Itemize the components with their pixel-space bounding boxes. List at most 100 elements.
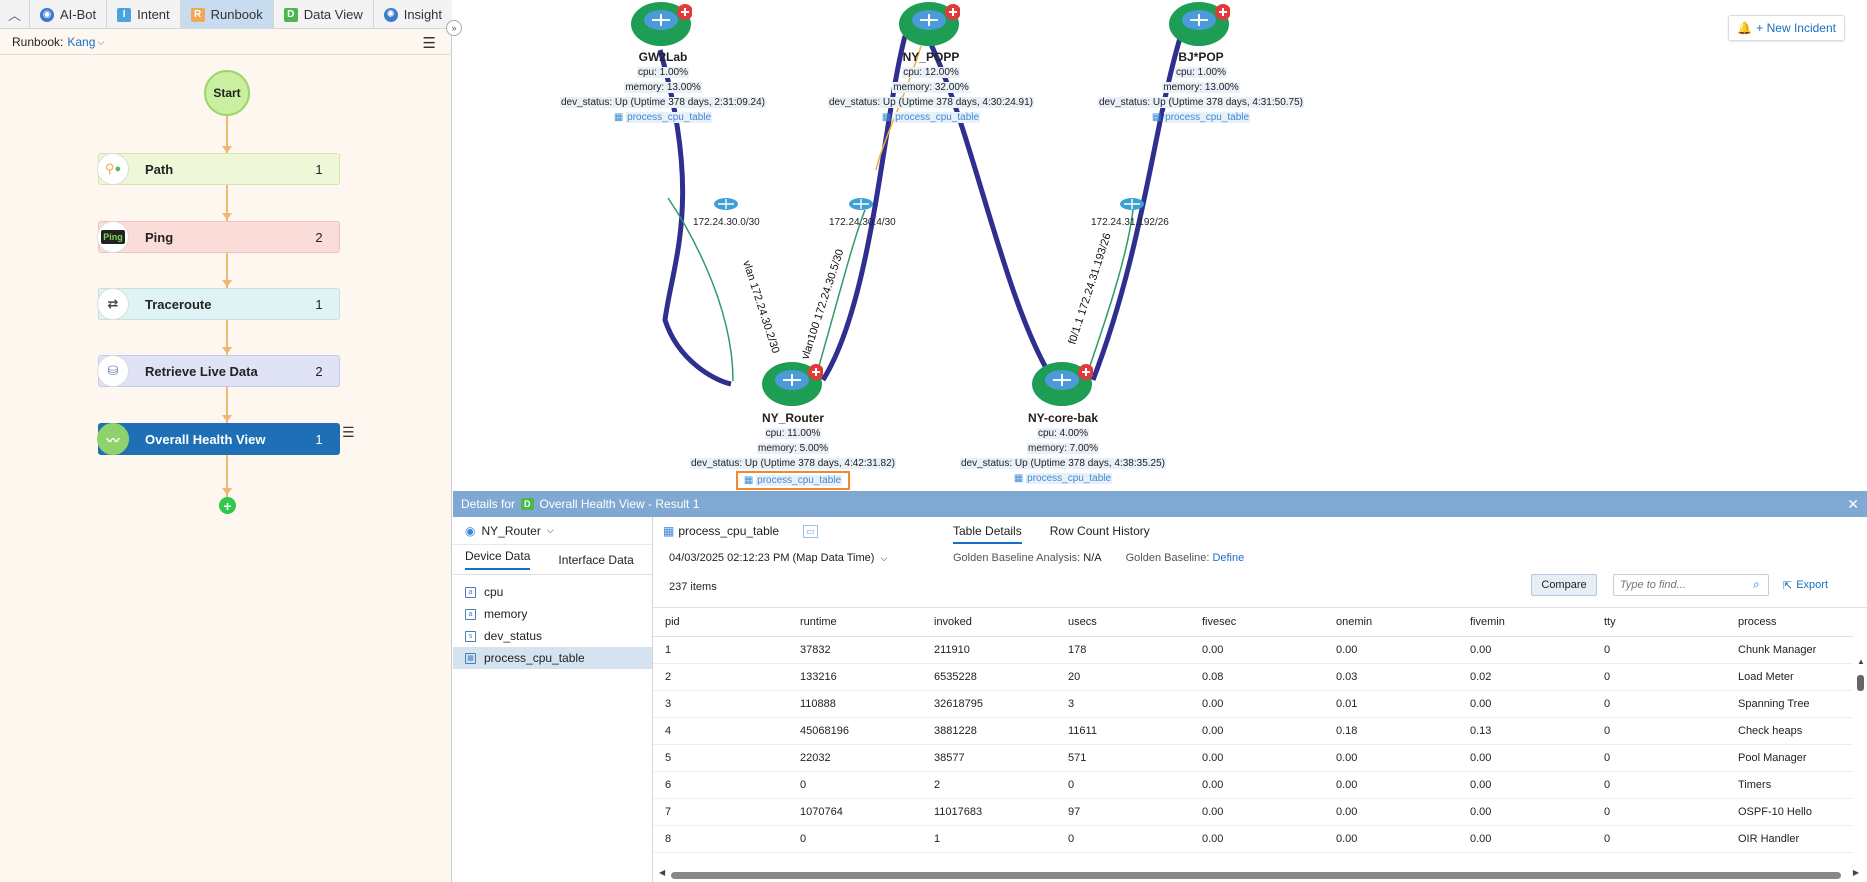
table-cell: 0.00 (1190, 798, 1324, 826)
table-cell: 22032 (788, 744, 922, 772)
runbook-name-dropdown[interactable]: Kang (67, 35, 96, 49)
tab-insight[interactable]: ✺ Insight (374, 0, 452, 29)
step-retrieve-live-data[interactable]: ⛁ Retrieve Live Data 2 (97, 355, 340, 387)
horizontal-scrollbar[interactable]: ◀ ▶ (659, 868, 1859, 879)
device-label-ny-core-bak: NY-core-bak cpu: 4.00% memory: 7.00% dev… (959, 411, 1166, 484)
column-header[interactable]: onemin (1324, 608, 1458, 637)
table-cell: 0 (1592, 798, 1726, 826)
step-traceroute[interactable]: ⇄ Traceroute 1 (97, 288, 340, 320)
tab-data-view[interactable]: D Data View (274, 0, 374, 29)
column-header[interactable]: runtime (788, 608, 922, 637)
step-ping[interactable]: Ping Ping 2 (97, 221, 340, 253)
router-icon-ny-router[interactable] (761, 360, 823, 406)
router-icon-ny-popp[interactable] (898, 0, 960, 46)
tab-row-count-history[interactable]: Row Count History (1049, 524, 1150, 538)
table-cell: 0.00 (1324, 771, 1458, 799)
items-count: 237 items (669, 581, 717, 593)
add-step-button[interactable]: + (219, 497, 236, 514)
vertical-scrollbar[interactable]: ▲ (1857, 657, 1865, 857)
table-cell: Spanning Tree (1726, 690, 1853, 718)
network-map[interactable]: vlan 172.24.30.2/30 vlan100 172.24.30.5/… (453, 0, 1867, 491)
table-cell: 0.00 (1458, 771, 1592, 799)
table-cell: 1 (922, 825, 1056, 853)
search-icon[interactable]: ⌕ (1753, 577, 1760, 591)
table-cell: 0 (788, 825, 922, 853)
router-icon-ny-core-bak[interactable] (1031, 360, 1093, 406)
table-cell: 32618795 (922, 690, 1056, 718)
link-green-1 (667, 197, 734, 382)
table-cell: 45068196 (788, 717, 922, 745)
table-cell: 0.00 (1190, 690, 1324, 718)
subnet-label: 172.24.30.0/30 (693, 217, 760, 228)
column-header[interactable]: process (1726, 608, 1853, 637)
link-label: vlan 172.24.30.2/30 (740, 259, 781, 355)
tab-interface-data[interactable]: Interface Data (558, 552, 634, 567)
table-cell: 37832 (788, 636, 922, 664)
chevron-down-icon[interactable]: ⌵ (97, 36, 105, 47)
router-icon-gw2lab[interactable] (630, 0, 692, 46)
table-cell: 0.00 (1190, 717, 1324, 745)
ping-icon: Ping (97, 221, 129, 253)
table-cell: Pool Manager (1726, 744, 1853, 772)
link-label: f0/1.1 172.24.31.193/26 (1066, 232, 1113, 346)
step-path[interactable]: ⚲● Path 1 (97, 153, 340, 185)
router-icon-bjpop[interactable] (1168, 0, 1230, 46)
tab-device-data[interactable]: Device Data (465, 549, 531, 570)
table-cell: 0 (1592, 744, 1726, 772)
table-title: ▦ process_cpu_table ▭ (663, 524, 818, 538)
export-button[interactable]: ⇱ Export (1783, 579, 1829, 592)
table-cell: 178 (1056, 636, 1190, 664)
subnet-label: 172.24.31.192/26 (1091, 217, 1169, 228)
data-item-process-cpu-table[interactable]: ▦process_cpu_table (453, 647, 652, 669)
close-icon[interactable]: ✕ (1847, 495, 1859, 512)
flow-arrow (222, 347, 232, 354)
step-menu-icon[interactable]: ☰ (342, 424, 355, 440)
tab-table-details[interactable]: Table Details (953, 524, 1022, 544)
table-cell: 3 (1056, 690, 1190, 718)
column-header[interactable]: fivemin (1458, 608, 1592, 637)
health-icon: 〰 (97, 423, 129, 455)
path-icon: ⚲● (97, 153, 129, 185)
table-cell: 571 (1056, 744, 1190, 772)
table-cell: OSPF-10 Hello (1726, 798, 1853, 826)
tab-intent[interactable]: I Intent (107, 0, 181, 29)
collapse-panel-button[interactable]: ︿ (0, 0, 30, 29)
table-cell: Load Meter (1726, 663, 1853, 691)
table-cell: 6 (653, 771, 788, 799)
define-link[interactable]: Define (1212, 552, 1245, 564)
column-header[interactable]: tty (1592, 608, 1726, 637)
flow-arrow (222, 415, 232, 422)
device-dropdown[interactable]: ◉ NY_Router ⌵ (453, 517, 652, 545)
timestamp-dropdown[interactable]: 04/03/2025 02:12:23 PM (Map Data Time) ⌵ (669, 552, 888, 564)
table-cell: 7 (653, 798, 788, 826)
tab-ai-bot[interactable]: ◉ AI-Bot (30, 0, 108, 29)
table-icon: ▦ (465, 652, 476, 664)
column-header[interactable]: pid (653, 608, 788, 637)
tab-runbook[interactable]: R Runbook (180, 0, 274, 29)
column-header[interactable]: fivesec (1190, 608, 1324, 637)
compare-button[interactable]: Compare (1531, 574, 1597, 596)
column-header[interactable]: usecs (1056, 608, 1190, 637)
link-popp-router (820, 35, 908, 382)
search-input[interactable] (1613, 574, 1769, 596)
start-node[interactable]: Start (204, 70, 250, 116)
column-header[interactable]: invoked (922, 608, 1056, 637)
table-cell: 0 (1592, 825, 1726, 853)
expand-handle-icon[interactable]: » (446, 20, 462, 36)
hamburger-menu-icon[interactable]: ☰ (422, 35, 436, 52)
step-overall-health-view[interactable]: 〰 Overall Health View 1 (97, 423, 340, 455)
view-toggle-icon[interactable]: ▭ (803, 524, 818, 538)
runbook-panel: ︿ ◉ AI-Bot I Intent R Runbook D Data Vie… (0, 0, 452, 882)
new-incident-button[interactable]: 🔔 + New Incident (1728, 15, 1845, 41)
